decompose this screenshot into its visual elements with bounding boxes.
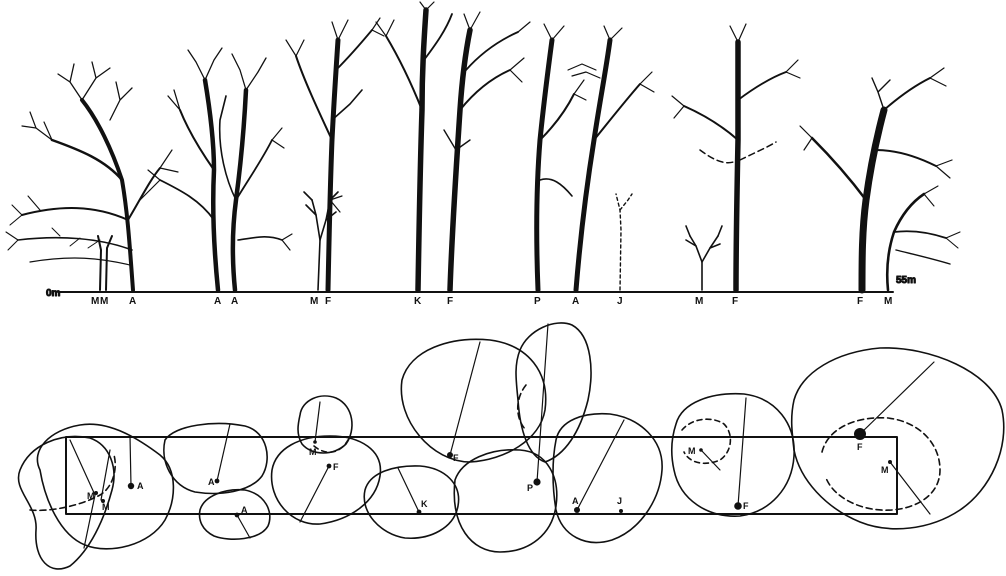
plan-label: A: [572, 496, 579, 506]
trunk-dot: [94, 491, 98, 495]
trunk-dot: [417, 510, 422, 515]
profile-view: 0m 55m M M A A A M F K F P A J M F F M: [6, 2, 960, 307]
plan-label: J: [617, 496, 622, 506]
trunk-dot: [215, 479, 220, 484]
profile-label: M: [695, 296, 703, 307]
crown-outline: [553, 414, 662, 543]
crown-outline: [401, 339, 545, 462]
plan-label: M: [688, 446, 696, 456]
crown-outline-dashed: [822, 418, 940, 510]
plan-label: A: [208, 477, 215, 487]
plan-label: F: [333, 462, 339, 472]
plan-label: M: [309, 447, 317, 457]
plan-view: M M A A A M F K F P A J M F F M: [18, 323, 1003, 569]
plan-label: M: [102, 502, 110, 512]
profile-label: K: [414, 296, 422, 307]
profile-label: F: [857, 296, 863, 307]
profile-label: A: [214, 296, 221, 307]
profile-label: M: [91, 296, 99, 307]
crown-outline-dashed: [314, 440, 348, 452]
profile-label: F: [325, 296, 331, 307]
plan-label: M: [881, 465, 889, 475]
trunk-dot: [854, 428, 866, 440]
profile-label: M: [310, 296, 318, 307]
profile-label: A: [572, 296, 579, 307]
trunk-dot: [235, 513, 240, 518]
scale-start-label: 0m: [46, 288, 61, 299]
trunk-dot: [128, 483, 134, 489]
crown-outline-dashed: [682, 419, 730, 463]
plan-label: K: [421, 499, 428, 509]
profile-label: F: [447, 296, 453, 307]
tree-profile-m2: [686, 226, 722, 290]
tree-profile-a1: [6, 62, 178, 290]
tree-profile-f4: [800, 68, 952, 290]
tree-profile-f1: [286, 18, 384, 290]
tree-profile-a3: [220, 54, 292, 290]
profile-species-labels: M M A A A M F K F P A J M F F M: [91, 296, 892, 307]
trunk-dot: [888, 460, 892, 464]
plan-label: P: [527, 483, 533, 493]
tree-profile-a4: [568, 26, 654, 290]
plan-label: M: [87, 491, 95, 501]
tree-profile-k: [376, 2, 452, 290]
crown-outline: [364, 466, 458, 538]
trunk-dot: [734, 502, 742, 510]
trunk-positions: [94, 428, 892, 517]
crown-outline: [272, 436, 381, 524]
profile-label: A: [231, 296, 238, 307]
profile-label: M: [100, 296, 108, 307]
tree-profile-f3: [672, 24, 800, 290]
plan-label: F: [453, 453, 459, 463]
crown-outline: [164, 424, 267, 494]
crown-outline: [454, 450, 556, 552]
tree-profile-j: [616, 194, 632, 290]
crown-outline: [298, 396, 352, 453]
trunk-dot: [313, 440, 317, 444]
plan-label: F: [743, 501, 749, 511]
profile-label: P: [534, 296, 541, 307]
trunk-dot: [533, 478, 540, 485]
trunk-dot: [327, 464, 332, 469]
profile-label: J: [617, 296, 623, 307]
plan-label: F: [857, 442, 863, 452]
scale-end-label: 55m: [896, 275, 916, 286]
tree-profile-f2: [444, 12, 530, 290]
plan-label: A: [241, 505, 248, 515]
profile-label: A: [129, 296, 136, 307]
trunk-dot: [574, 507, 580, 513]
trunk-dot: [699, 448, 703, 452]
tree-profile-m1: [304, 192, 338, 290]
profile-label: M: [884, 296, 892, 307]
plan-label: A: [137, 481, 144, 491]
trunk-dot: [619, 509, 623, 513]
crown-outline: [37, 424, 173, 549]
profile-label: F: [732, 296, 738, 307]
